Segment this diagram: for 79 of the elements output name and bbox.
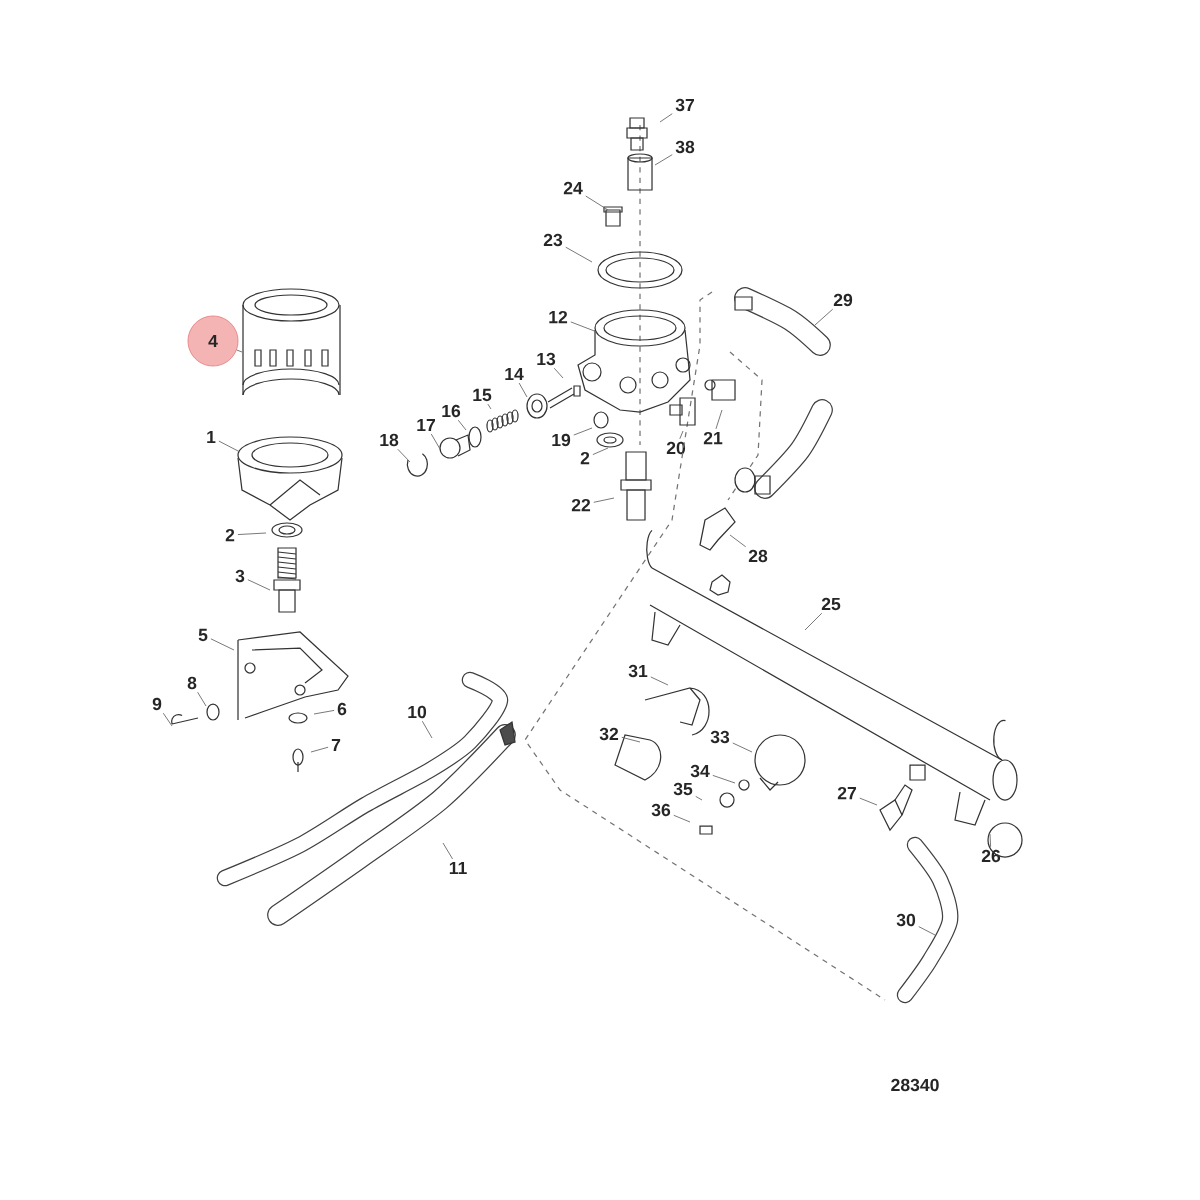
callout-number: 21 bbox=[703, 431, 723, 445]
leader-line bbox=[442, 842, 454, 860]
leader-line bbox=[236, 349, 243, 353]
callout-number: 18 bbox=[380, 433, 399, 447]
leader-line bbox=[397, 448, 411, 463]
leader-line bbox=[457, 419, 467, 431]
callout-number: 13 bbox=[537, 352, 556, 366]
callout-number: 6 bbox=[337, 702, 347, 716]
leader-line bbox=[695, 795, 703, 801]
callout-number: 7 bbox=[331, 738, 341, 752]
callout-number: 27 bbox=[837, 786, 856, 800]
callout-number: 11 bbox=[449, 861, 467, 875]
callout-number: 28 bbox=[748, 549, 768, 563]
leader-line bbox=[570, 321, 598, 333]
callout-number: 31 bbox=[628, 664, 648, 678]
callout-number: 10 bbox=[408, 705, 427, 719]
highlighted-callout-number: 4 bbox=[187, 315, 239, 367]
leader-line bbox=[621, 736, 641, 743]
leader-line bbox=[565, 246, 593, 263]
leader-line bbox=[421, 720, 433, 739]
leader-line bbox=[715, 409, 723, 430]
leader-line bbox=[859, 797, 878, 806]
callout-number: 19 bbox=[552, 433, 571, 447]
callout-number: 8 bbox=[187, 676, 197, 690]
leader-line bbox=[593, 497, 615, 503]
leader-line bbox=[210, 638, 235, 651]
callout-number: 24 bbox=[563, 181, 583, 195]
leader-line bbox=[313, 709, 335, 715]
leader-line bbox=[247, 579, 271, 591]
callout-number: 3 bbox=[235, 569, 245, 583]
leader-line bbox=[732, 742, 753, 753]
callout-number: 37 bbox=[675, 98, 694, 112]
leader-line bbox=[162, 712, 173, 727]
callout-number: 33 bbox=[710, 730, 730, 744]
leader-line bbox=[518, 382, 528, 398]
callout-number: 36 bbox=[651, 803, 671, 817]
leader-line bbox=[585, 195, 609, 211]
callout-number: 34 bbox=[690, 764, 710, 778]
callout-number: 1 bbox=[207, 430, 216, 444]
leader-line bbox=[814, 308, 834, 326]
leader-line bbox=[989, 833, 992, 848]
callout-number: 26 bbox=[981, 849, 1001, 863]
callout-number: 30 bbox=[896, 913, 916, 927]
leader-line bbox=[237, 532, 267, 535]
leader-line bbox=[729, 534, 747, 548]
leader-line bbox=[650, 676, 669, 686]
callout-number: 20 bbox=[666, 441, 686, 455]
callout-number: 25 bbox=[821, 597, 841, 611]
leader-line bbox=[654, 154, 673, 166]
leader-line bbox=[592, 447, 609, 456]
leader-line bbox=[310, 746, 329, 753]
callout-number: 15 bbox=[473, 388, 492, 402]
leader-line bbox=[487, 403, 492, 410]
leader-line bbox=[673, 814, 691, 823]
callout-number: 29 bbox=[833, 293, 853, 307]
callout-number: 32 bbox=[599, 727, 619, 741]
callout-number: 14 bbox=[505, 367, 524, 381]
drawing-number: 28340 bbox=[891, 1078, 939, 1092]
leader-line bbox=[573, 427, 593, 436]
callout-number: 17 bbox=[417, 418, 435, 432]
callout-number: 16 bbox=[442, 404, 461, 418]
callout-number: 23 bbox=[543, 233, 563, 247]
callout-number: 2 bbox=[580, 451, 590, 465]
callout-number: 5 bbox=[198, 628, 208, 642]
leader-line bbox=[197, 691, 207, 707]
leader-line bbox=[679, 430, 684, 440]
leader-line bbox=[553, 367, 564, 379]
callout-number: 22 bbox=[571, 498, 591, 512]
callout-number: 2 bbox=[225, 528, 235, 542]
callout-number: 38 bbox=[675, 140, 695, 154]
leader-line bbox=[218, 440, 241, 453]
callout-number: 12 bbox=[549, 310, 568, 324]
leader-line bbox=[430, 433, 441, 450]
leader-line bbox=[804, 612, 823, 631]
leader-line bbox=[712, 774, 736, 784]
callout-number: 9 bbox=[152, 697, 162, 711]
leader-line bbox=[918, 926, 936, 936]
leader-line bbox=[659, 113, 673, 123]
callout-number: 35 bbox=[673, 782, 693, 796]
